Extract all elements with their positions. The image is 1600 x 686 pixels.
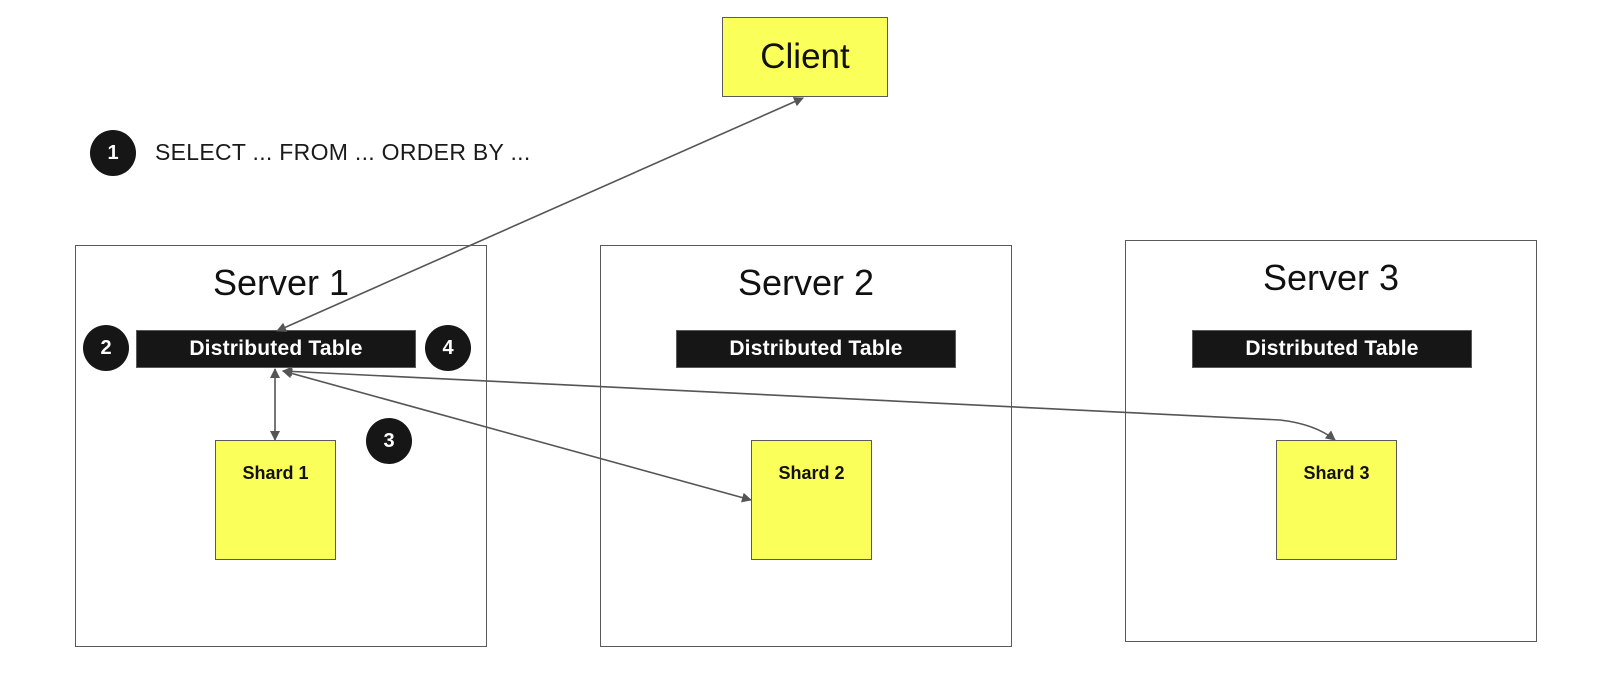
shard-3-label: Shard 3 [1303,463,1370,483]
server-3-box: Server 3 [1125,240,1537,642]
server-1-table-label: Distributed Table [189,337,363,360]
shard-1-label: Shard 1 [242,463,309,483]
server-2-table-label: Distributed Table [729,337,903,360]
client-node: Client [722,17,888,97]
query-text: SELECT ... FROM ... ORDER BY ... [155,139,531,165]
client-label: Client [760,37,850,76]
step-1-badge: 1 [90,130,136,176]
step-4-number: 4 [442,336,454,359]
step-2-badge: 2 [83,325,129,371]
server-1-distributed-table: Distributed Table [136,330,416,368]
shard-3: Shard 3 [1276,440,1397,560]
shard-2: Shard 2 [751,440,872,560]
server-3-table-label: Distributed Table [1245,337,1419,360]
server-2-title: Server 2 [737,262,875,303]
shard-2-label: Shard 2 [778,463,845,483]
step-1-number: 1 [107,141,119,164]
step-4-badge: 4 [425,325,471,371]
server-3-title: Server 3 [1262,257,1400,298]
shard-1: Shard 1 [215,440,336,560]
step-2-number: 2 [100,336,112,359]
step-3-number: 3 [383,429,395,452]
server-2-distributed-table: Distributed Table [676,330,956,368]
step-3-badge: 3 [366,418,412,464]
server-3-distributed-table: Distributed Table [1192,330,1472,368]
server-1-title: Server 1 [212,262,350,303]
